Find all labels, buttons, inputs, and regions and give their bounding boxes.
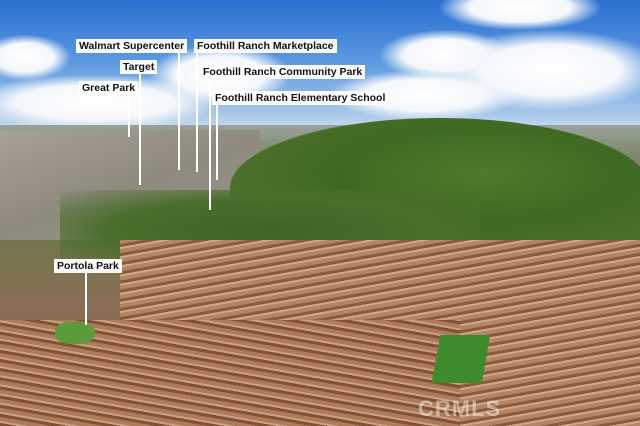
label-portola-park: Portola Park xyxy=(54,259,122,273)
cloud xyxy=(440,0,600,30)
label-community-park: Foothill Ranch Community Park xyxy=(200,65,366,79)
label-marketplace: Foothill Ranch Marketplace xyxy=(194,39,337,53)
label-elementary-school: Foothill Ranch Elementary School xyxy=(212,91,389,105)
pointer-line xyxy=(209,78,211,210)
label-walmart: Walmart Supercenter xyxy=(76,39,188,53)
label-target: Target xyxy=(120,60,158,74)
pointer-line xyxy=(178,52,180,170)
pointer-line xyxy=(216,104,218,180)
school-field xyxy=(431,335,491,383)
cloud xyxy=(0,35,70,80)
pointer-line xyxy=(128,94,130,137)
pointer-line xyxy=(196,52,198,172)
label-great-park: Great Park xyxy=(79,81,139,95)
watermark: CRMLS xyxy=(418,396,502,421)
pointer-line xyxy=(85,272,87,325)
portola-park-field xyxy=(55,322,95,344)
pointer-line xyxy=(139,72,141,185)
